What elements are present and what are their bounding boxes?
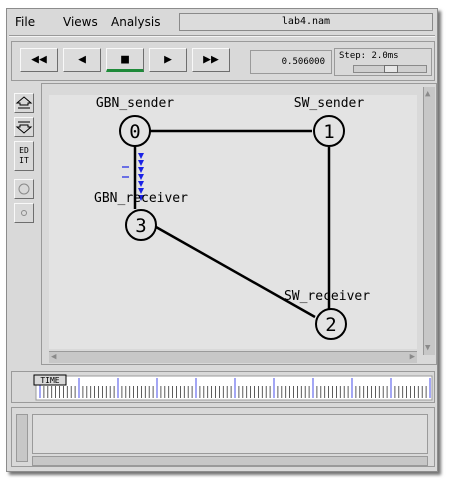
nam-window: File Views Analysis lab4.nam ◀◀ ◀ ■ ▶ ▶▶… (6, 8, 438, 472)
left-triangle-icon: ◀ (78, 52, 86, 67)
menu-views[interactable]: Views (63, 15, 98, 29)
step-control: Step: 2.0ms (334, 48, 432, 76)
annotation-area[interactable] (32, 414, 428, 454)
step-back-button[interactable]: ◀ (63, 48, 101, 72)
time-ticks (39, 378, 431, 398)
node-1[interactable]: 1 SW_sender (294, 96, 365, 147)
fast-forward-button[interactable]: ▶▶ (192, 48, 230, 72)
node-3-label: GBN_receiver (94, 191, 188, 206)
packet (138, 167, 144, 173)
small-node-tool-button[interactable] (14, 203, 34, 223)
packet (138, 181, 144, 187)
packet (138, 174, 144, 180)
canvas-horizontal-scrollbar[interactable]: ◀ ▶ (49, 351, 417, 363)
node-1-label: SW_sender (294, 96, 365, 111)
menu-analysis[interactable]: Analysis (111, 15, 161, 29)
scroll-down-arrow-icon[interactable]: ▼ (425, 343, 431, 353)
current-time-display: 0.506000 (250, 50, 332, 74)
step-label: Step: 2.0ms (339, 51, 399, 61)
network-canvas[interactable]: 0 GBN_sender 1 SW_sender 3 GBN_receiver … (49, 95, 417, 349)
playback-controls: ◀◀ ◀ ■ ▶ ▶▶ 0.506000 Step: 2.0ms (11, 41, 435, 81)
annotation-horizontal-scrollbar[interactable] (32, 456, 428, 466)
window-title-field: lab4.nam (179, 13, 433, 31)
zoom-out-icon (15, 121, 33, 134)
packet (138, 160, 144, 166)
time-slider[interactable]: TIME (11, 371, 435, 403)
packet (138, 188, 144, 194)
node-2-label: SW_receiver (284, 289, 370, 304)
packet (138, 153, 144, 159)
node-0-label: GBN_sender (96, 96, 174, 111)
stop-square-icon: ■ (121, 52, 129, 67)
node-0-id: 0 (129, 121, 140, 143)
time-marker[interactable] (33, 374, 67, 386)
scroll-left-arrow-icon[interactable]: ◀ (51, 352, 57, 362)
node-3-id: 3 (135, 215, 146, 237)
packet-stream (138, 153, 144, 201)
annotation-vertical-scrollbar[interactable] (16, 414, 28, 462)
time-ruler: TIME (33, 374, 433, 401)
node-3[interactable]: 3 GBN_receiver (94, 191, 188, 241)
scroll-up-arrow-icon[interactable]: ▲ (425, 89, 431, 99)
node-1-id: 1 (323, 121, 334, 143)
packet (138, 195, 144, 201)
node-2-id: 2 (325, 314, 336, 336)
canvas-vertical-scrollbar[interactable]: ▲ ▼ (423, 87, 435, 355)
node-2[interactable]: 2 SW_receiver (284, 289, 370, 340)
right-triangle-icon: ▶ (164, 52, 172, 67)
node-0[interactable]: 0 GBN_sender (96, 96, 174, 147)
edit-label: ED IT (19, 146, 29, 165)
node-tool-button[interactable] (14, 179, 34, 199)
step-slider-thumb[interactable] (384, 65, 398, 73)
link-3-2 (155, 225, 316, 319)
step-slider[interactable] (353, 65, 427, 73)
zoom-in-button[interactable] (14, 93, 34, 113)
zoom-out-button[interactable] (14, 117, 34, 137)
time-marker-label: TIME (40, 376, 59, 385)
circle-icon (18, 183, 30, 195)
zoom-in-icon (15, 96, 33, 109)
rewind-button[interactable]: ◀◀ (20, 48, 58, 72)
menu-file[interactable]: File (15, 15, 36, 29)
annotation-panel (11, 407, 435, 467)
main-view-frame (41, 83, 437, 365)
network-graph: 0 GBN_sender 1 SW_sender 3 GBN_receiver … (94, 96, 370, 340)
menu-separator (9, 35, 435, 37)
small-circle-icon (21, 210, 27, 216)
scroll-right-arrow-icon[interactable]: ▶ (409, 352, 415, 362)
stop-button[interactable]: ■ (106, 48, 144, 72)
edit-button[interactable]: ED IT (14, 141, 34, 171)
tool-bar: ED IT (14, 89, 36, 279)
play-button[interactable]: ▶ (149, 48, 187, 72)
double-right-arrow-icon: ▶▶ (203, 52, 219, 67)
double-left-arrow-icon: ◀◀ (31, 52, 47, 67)
menu-bar: File Views Analysis lab4.nam (7, 9, 437, 35)
